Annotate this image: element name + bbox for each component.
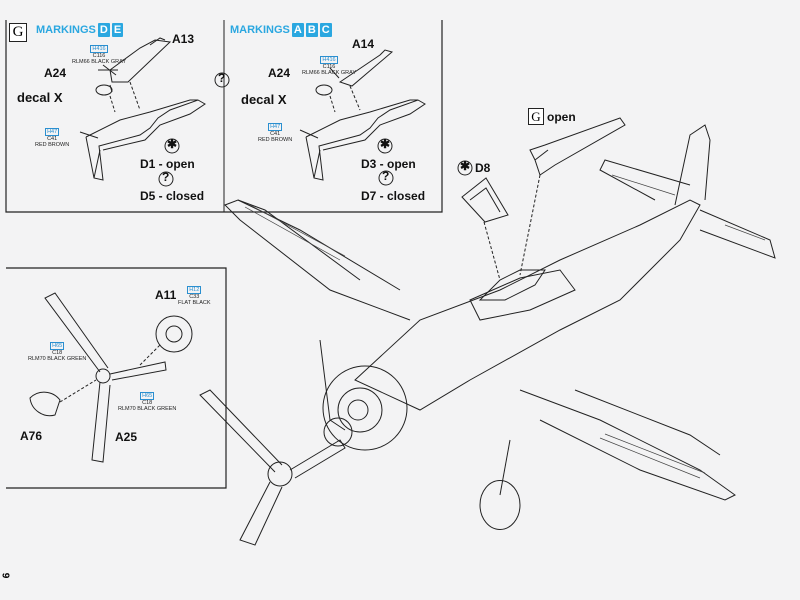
- paint-code: C18: [52, 350, 63, 356]
- paint-callout-spinner-black: H12 C33 FLAT BLACK: [178, 286, 211, 306]
- paint-name: RLM70 BLACK GREEN: [28, 356, 87, 362]
- canopy-right-drawing: [299, 49, 426, 181]
- g-open-label: open: [547, 110, 576, 124]
- part-label-a76: A76: [20, 429, 43, 443]
- decal-label-left: decal X: [17, 90, 63, 105]
- paint-code: C18: [142, 400, 153, 406]
- g-open-canopy-drawing: [519, 117, 626, 276]
- part-label-d5: D5 - closed: [140, 189, 205, 203]
- section-letter-box: G: [9, 23, 27, 42]
- paint-code: H65: [140, 392, 155, 400]
- paint-callout-prop-green-right: H65 C18 RLM70 BLACK GREEN: [118, 392, 176, 412]
- markings-chip-d: D: [97, 23, 110, 37]
- paint-callout-right-brown: H47 C41 RED BROWN: [258, 123, 292, 143]
- paint-callout-right-gray: H416 C116 RLM66 BLACK GRAY: [302, 56, 356, 76]
- markings-de-label: MARKINGS D E: [36, 22, 124, 38]
- question-icon-center: ?: [218, 71, 226, 85]
- d8-part-drawing: [461, 177, 509, 281]
- markings-abc-text: MARKINGS: [230, 24, 290, 36]
- part-label-a24-right: A24: [268, 66, 291, 80]
- canopy-left-drawing: [79, 37, 206, 181]
- paint-name: RLM70 BLACK GREEN: [118, 406, 177, 412]
- part-label-a24-left: A24: [44, 66, 67, 80]
- aircraft-drawing: [199, 124, 776, 546]
- paint-code: C33: [189, 294, 200, 300]
- paint-code: H47: [45, 128, 60, 136]
- decal-label-right: decal X: [241, 92, 287, 107]
- paint-callout-left-brown: H47 C41 RED BROWN: [35, 128, 69, 148]
- part-label-a25: A25: [115, 430, 138, 444]
- markings-abc-label: MARKINGS A B C: [230, 22, 332, 38]
- part-label-a11: A11: [155, 288, 177, 302]
- part-label-d3: D3 - open: [361, 157, 416, 171]
- paint-code: C116: [322, 64, 336, 70]
- part-label-d8: D8: [475, 161, 491, 175]
- paint-name: RED BROWN: [258, 137, 293, 143]
- paint-code: H416: [320, 56, 338, 64]
- inset-propeller-drawing: [29, 292, 193, 463]
- paint-code: C41: [270, 131, 281, 137]
- markings-chip-e: E: [111, 23, 124, 37]
- question-icon-d7: ?: [382, 169, 390, 183]
- paint-callout-prop-green-left: H65 C18 RLM70 BLACK GREEN: [28, 342, 86, 362]
- paint-name: RED BROWN: [35, 142, 70, 148]
- page-number: 9: [0, 572, 11, 579]
- markings-de-text: MARKINGS: [36, 24, 96, 36]
- paint-code: C41: [47, 136, 58, 142]
- part-label-d7: D7 - closed: [361, 189, 426, 203]
- paint-code: H12: [187, 286, 202, 294]
- markings-chip-c: C: [319, 23, 332, 37]
- star-icon-d3: ✱: [380, 137, 391, 151]
- inset-frame-left: [6, 267, 227, 489]
- paint-code: H47: [268, 123, 283, 131]
- paint-name: RLM66 BLACK GRAY: [72, 59, 127, 65]
- star-icon-d1: ✱: [167, 137, 178, 151]
- part-label-d1: D1 - open: [140, 157, 195, 171]
- part-label-a14: A14: [352, 37, 375, 51]
- paint-code: H65: [50, 342, 65, 350]
- markings-chip-b: B: [305, 23, 318, 37]
- paint-name: RLM66 BLACK GRAY: [302, 70, 357, 76]
- paint-code: H416: [90, 45, 108, 53]
- part-label-a13: A13: [172, 32, 195, 46]
- paint-name: FLAT BLACK: [178, 300, 211, 306]
- paint-callout-left-gray: H416 C116 RLM66 BLACK GRAY: [72, 45, 126, 65]
- star-icon-d8: ✱: [460, 159, 471, 173]
- question-icon-d5: ?: [162, 170, 170, 184]
- markings-chip-a: A: [291, 23, 304, 37]
- g-open-letter-box: G: [528, 108, 544, 125]
- paint-code: C116: [92, 53, 106, 59]
